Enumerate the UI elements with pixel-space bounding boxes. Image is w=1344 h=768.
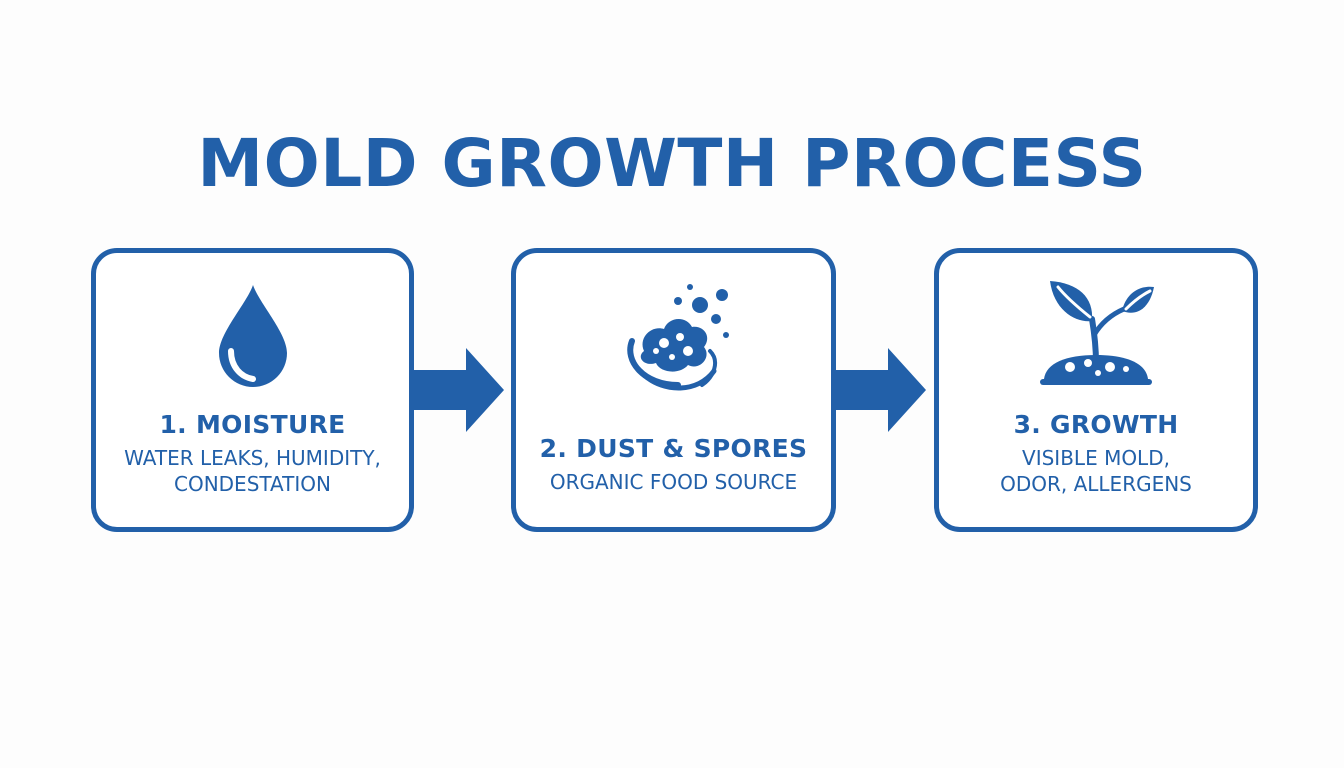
step-title: 2. DUST & SPORES xyxy=(539,434,808,463)
dust-spores-icon xyxy=(516,281,831,401)
step-title: 1. MOISTURE xyxy=(159,410,346,439)
water-drop-icon xyxy=(96,281,409,391)
step-card-dust-spores: 2. DUST & SPORES ORGANIC FOOD SOURCE xyxy=(511,248,836,532)
step-card-growth: 3. GROWTH VISIBLE MOLD, ODOR, ALLERGENS xyxy=(934,248,1258,532)
step-description: VISIBLE MOLD, ODOR, ALLERGENS xyxy=(1000,446,1192,496)
step-title: 3. GROWTH xyxy=(1013,410,1179,439)
page-title: MOLD GROWTH PROCESS xyxy=(197,125,1147,202)
step-description: WATER LEAKS, HUMIDITY, CONDESTATION xyxy=(124,446,381,496)
step-card-moisture: 1. MOISTURE WATER LEAKS, HUMIDITY, CONDE… xyxy=(91,248,414,532)
arrow-right-icon xyxy=(414,348,504,432)
arrow-right-icon xyxy=(836,348,926,432)
sprout-icon xyxy=(939,275,1253,395)
step-description: ORGANIC FOOD SOURCE xyxy=(549,470,798,494)
